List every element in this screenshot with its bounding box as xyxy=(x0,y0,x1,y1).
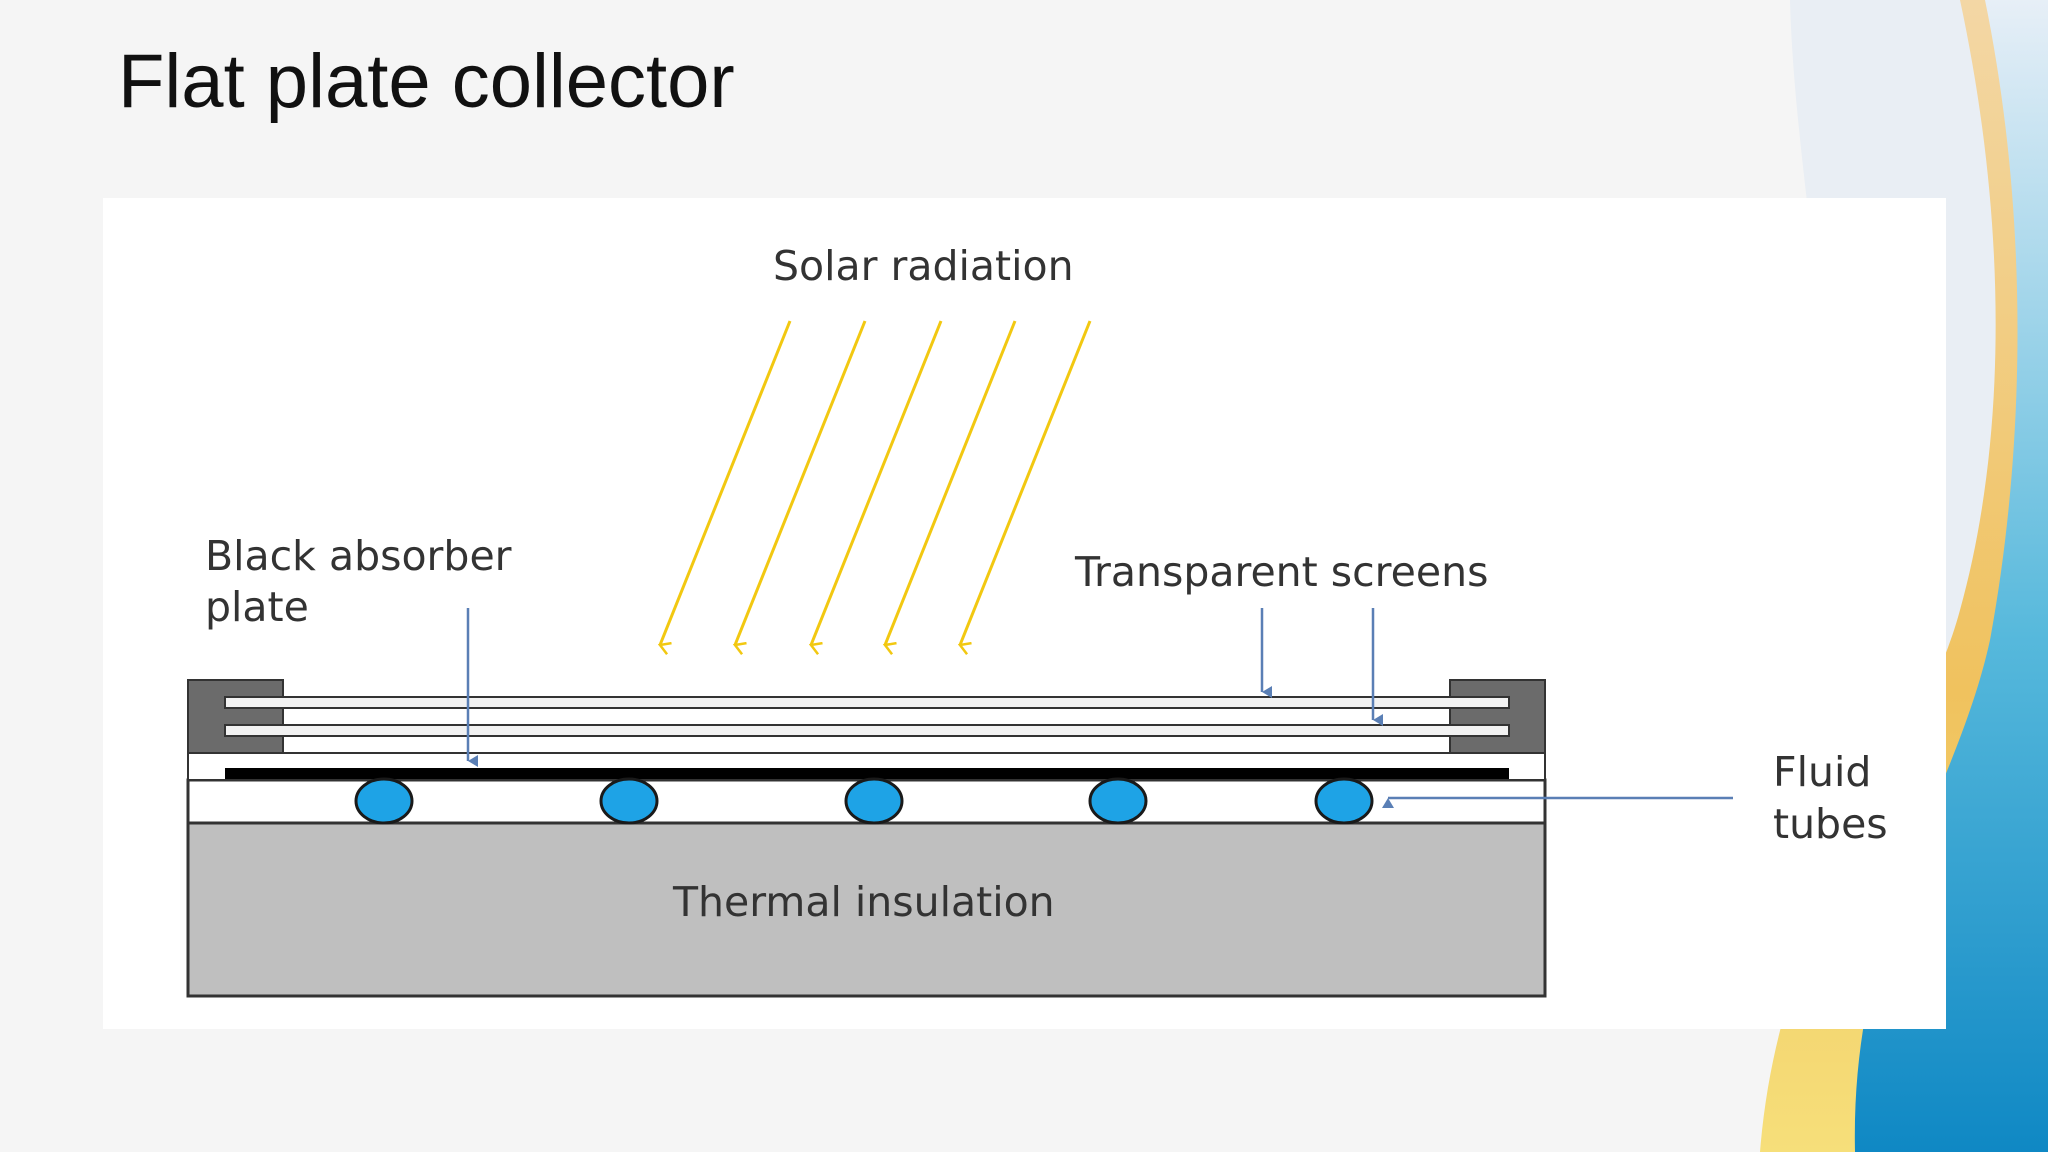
pointer-arrows xyxy=(466,608,1733,808)
transparent-screen xyxy=(224,696,1510,709)
solar-radiation-label: Solar radiation xyxy=(773,242,1074,290)
fluid-tube xyxy=(354,777,414,825)
black-absorber-plate xyxy=(225,768,1509,779)
absorber-label-line1: Black absorber xyxy=(205,532,512,580)
fluid-label-line2: tubes xyxy=(1773,800,1888,848)
radiation-ray xyxy=(960,320,1092,645)
left-frame xyxy=(187,679,284,754)
thermal-insulation-label: Thermal insulation xyxy=(672,878,1055,926)
radiation-ray xyxy=(885,320,1017,645)
screens-label: Transparent screens xyxy=(1074,548,1488,596)
collector-body xyxy=(186,679,1547,998)
thermal-insulation xyxy=(186,821,1547,998)
flat-plate-collector-diagram: Solar radiation Black absorber plate Tra… xyxy=(186,242,1888,998)
fluid-tube xyxy=(599,777,659,825)
radiation-ray xyxy=(811,320,943,645)
radiation-rays xyxy=(660,320,1092,645)
fluid-tube xyxy=(844,777,904,825)
right-frame xyxy=(1449,679,1546,754)
fluid-tubes xyxy=(354,777,1374,825)
fluid-tube xyxy=(1088,777,1148,825)
radiation-ray xyxy=(735,320,867,645)
absorber-label-line2: plate xyxy=(205,583,309,631)
diagram-panel: Solar radiation Black absorber plate Tra… xyxy=(103,198,1946,1029)
transparent-screen xyxy=(224,724,1510,737)
radiation-ray xyxy=(660,320,792,645)
page-title: Flat plate collector xyxy=(118,39,735,124)
fluid-label-line1: Fluid xyxy=(1773,748,1871,796)
fluid-tube xyxy=(1314,777,1374,825)
